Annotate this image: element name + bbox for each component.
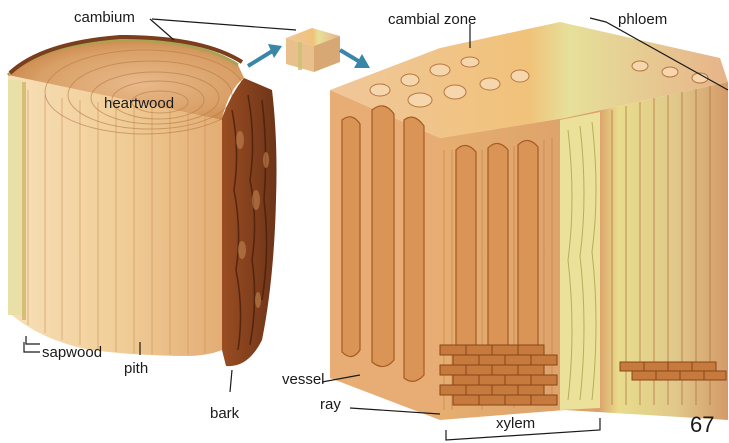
label-sapwood: sapwood: [42, 344, 102, 361]
label-vessel: vessel: [282, 371, 325, 388]
cambial-zone-strip: [560, 112, 600, 410]
label-phloem: phloem: [618, 11, 667, 28]
label-cambium: cambium: [74, 9, 135, 26]
cell-block-illustration: [330, 22, 728, 420]
log-front-face: [8, 75, 222, 356]
label-heartwood: heartwood: [104, 95, 174, 112]
sapwood-band: [8, 80, 22, 315]
arrow-to-block-icon: [248, 44, 282, 66]
bark-section: [222, 78, 277, 366]
small-wood-block: [286, 28, 340, 72]
label-pith: pith: [124, 360, 148, 377]
label-ray: ray: [320, 396, 341, 413]
label-cambial-zone: cambial zone: [388, 11, 476, 28]
label-xylem: xylem: [496, 415, 535, 432]
log-illustration: [8, 37, 277, 366]
arrow-to-detail-icon: [340, 50, 370, 68]
label-bark: bark: [210, 405, 240, 422]
page-number: 67: [690, 412, 714, 437]
